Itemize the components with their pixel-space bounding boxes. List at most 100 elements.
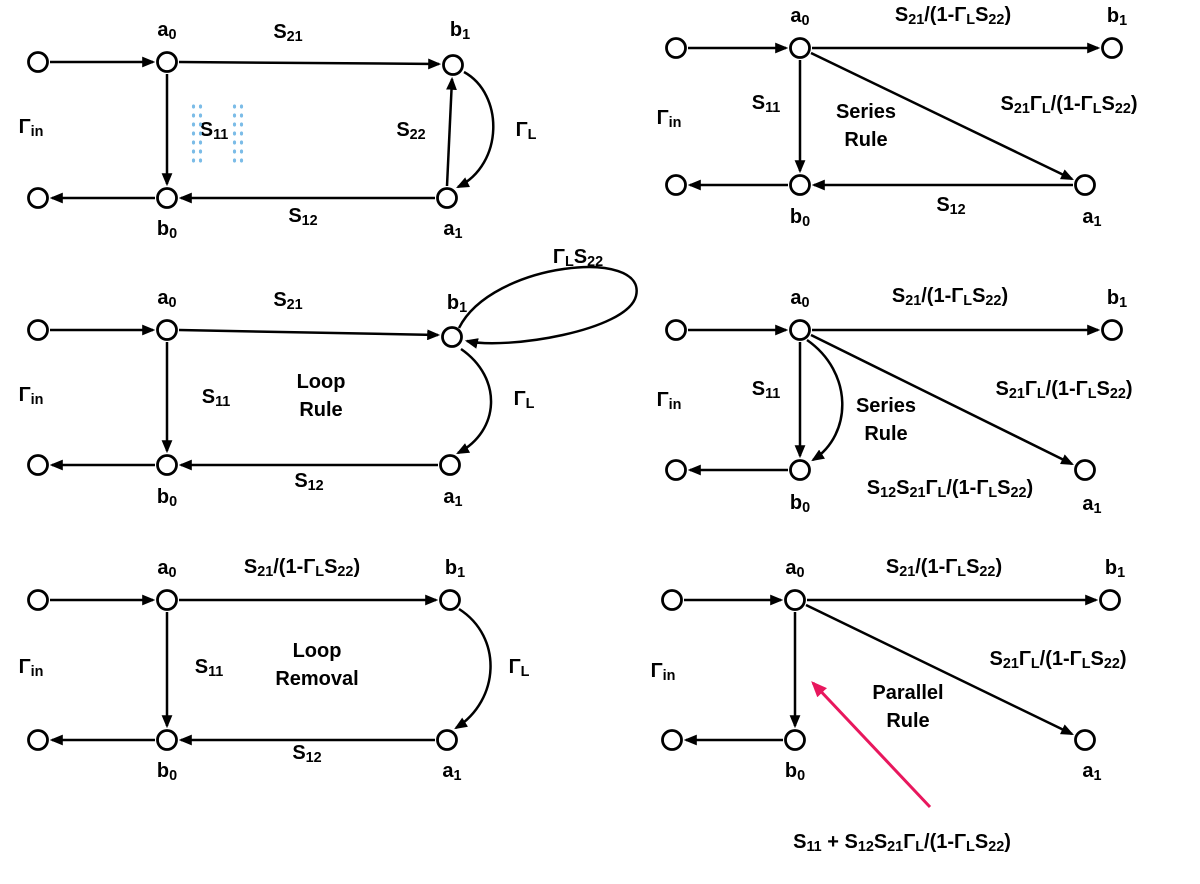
sfg-loop-removal bbox=[27, 589, 492, 751]
node-label-b0: b0 bbox=[156, 759, 178, 784]
edge-label-s11: S11 bbox=[201, 385, 231, 410]
edge-s22 bbox=[445, 76, 457, 187]
node-label-b1: b1 bbox=[449, 18, 471, 43]
node-output bbox=[27, 454, 49, 476]
selection-marks-right bbox=[231, 102, 245, 164]
edge-label-s21-gamma-combined: S21ΓL/(1-ΓLS22) bbox=[995, 377, 1133, 402]
node-label-b0: b0 bbox=[156, 217, 178, 242]
edge-label-series-combined: S12S21ΓL/(1-ΓLS22) bbox=[866, 476, 1034, 501]
node-label-a0: a0 bbox=[157, 18, 177, 43]
rule-caption-parallel: Parallel Rule bbox=[872, 679, 943, 735]
sfg-parallel-rule bbox=[661, 589, 1121, 809]
node-b0 bbox=[156, 729, 178, 751]
edge-label-s21-combined: S21/(1-ΓLS22) bbox=[885, 555, 1003, 580]
node-label-b0: b0 bbox=[156, 485, 178, 510]
rule-caption-loop: Loop Rule bbox=[297, 368, 346, 424]
node-label-a1: a1 bbox=[443, 485, 463, 510]
selection-marks-left bbox=[190, 102, 204, 164]
edge-label-s21: S21 bbox=[273, 288, 303, 313]
node-input bbox=[661, 589, 683, 611]
rule-caption-series-2: Series Rule bbox=[856, 392, 916, 448]
edge-label-s11: S11 bbox=[199, 118, 229, 143]
edge-series-diagonal bbox=[810, 333, 1074, 466]
edge-label-s11: S11 bbox=[751, 377, 781, 402]
node-a0 bbox=[156, 589, 178, 611]
sfg-after-series-rule-2 bbox=[665, 319, 1123, 481]
edge-label-s21-combined: S21/(1-ΓLS22) bbox=[243, 555, 361, 580]
rule-caption-line2: Rule bbox=[864, 423, 908, 445]
node-label-b0: b0 bbox=[784, 759, 806, 784]
node-output bbox=[665, 174, 687, 196]
node-a1 bbox=[1074, 174, 1096, 196]
node-output bbox=[27, 729, 49, 751]
edge-label-s21-gamma-combined: S21ΓL/(1-ΓLS22) bbox=[1000, 92, 1138, 117]
node-b0 bbox=[156, 454, 178, 476]
node-output bbox=[665, 459, 687, 481]
rule-caption-line2: Removal bbox=[275, 668, 359, 690]
node-a1 bbox=[436, 729, 458, 751]
edge-label-s11: S11 bbox=[751, 91, 781, 116]
node-input bbox=[665, 37, 687, 59]
node-b1 bbox=[1101, 319, 1123, 341]
rule-caption-line1: Loop bbox=[292, 640, 342, 662]
edge-label-s22: S22 bbox=[396, 118, 426, 143]
node-b1 bbox=[441, 326, 463, 348]
sfg-original bbox=[27, 51, 495, 209]
sfg-after-series-rule bbox=[665, 37, 1123, 196]
edge-label-s12: S12 bbox=[288, 204, 318, 229]
gamma-in-label: Γin bbox=[656, 106, 682, 131]
edge-series-combined bbox=[806, 338, 844, 462]
edge-gamma-l bbox=[456, 70, 495, 189]
node-label-b1: b1 bbox=[446, 291, 468, 316]
node-input bbox=[27, 589, 49, 611]
node-b1 bbox=[1099, 589, 1121, 611]
edge-s21 bbox=[178, 328, 441, 341]
node-label-a0: a0 bbox=[790, 4, 810, 29]
gamma-in-label: Γin bbox=[650, 659, 676, 684]
edge-series-diagonal bbox=[810, 51, 1074, 181]
rule-caption-line2: Rule bbox=[844, 129, 888, 151]
node-b1 bbox=[439, 589, 461, 611]
edge-gamma-l bbox=[456, 347, 493, 455]
edge-series-diagonal bbox=[805, 603, 1074, 736]
node-a1 bbox=[439, 454, 461, 476]
rule-caption-series: Series Rule bbox=[836, 98, 896, 154]
node-a1 bbox=[1074, 729, 1096, 751]
node-label-a1: a1 bbox=[442, 759, 462, 784]
node-label-b1: b1 bbox=[1106, 4, 1128, 29]
node-a0 bbox=[156, 319, 178, 341]
edge-label-gamma-l: ΓL bbox=[515, 118, 537, 143]
node-b1 bbox=[1101, 37, 1123, 59]
edge-gamma-l bbox=[454, 607, 492, 730]
gamma-in-label: Γin bbox=[18, 383, 44, 408]
node-label-a1: a1 bbox=[443, 217, 463, 242]
gamma-in-label: Γin bbox=[18, 115, 44, 140]
edge-label-s12: S12 bbox=[936, 193, 966, 218]
node-a0 bbox=[789, 37, 811, 59]
node-b0 bbox=[156, 187, 178, 209]
edge-label-gamma-l: ΓL bbox=[508, 655, 530, 680]
node-input bbox=[27, 51, 49, 73]
sfg-loop-rule bbox=[27, 265, 638, 476]
node-label-a0: a0 bbox=[157, 286, 177, 311]
node-label-a1: a1 bbox=[1082, 759, 1102, 784]
node-label-a1: a1 bbox=[1082, 492, 1102, 517]
node-output bbox=[27, 187, 49, 209]
gamma-in-label: Γin bbox=[656, 388, 682, 413]
rule-caption-line1: Parallel bbox=[872, 682, 944, 704]
node-input bbox=[27, 319, 49, 341]
rule-caption-loop-removal: Loop Removal bbox=[275, 637, 358, 693]
node-label-b0: b0 bbox=[789, 205, 811, 230]
edge-label-s11: S11 bbox=[194, 655, 224, 680]
node-b0 bbox=[789, 174, 811, 196]
node-label-a0: a0 bbox=[157, 556, 177, 581]
node-input bbox=[665, 319, 687, 341]
node-a1 bbox=[1074, 459, 1096, 481]
gamma-in-label: Γin bbox=[18, 655, 44, 680]
node-label-a1: a1 bbox=[1082, 205, 1102, 230]
edge-label-s21-combined: S21/(1-ΓLS22) bbox=[891, 284, 1009, 309]
rule-caption-line2: Rule bbox=[299, 399, 343, 421]
node-label-a0: a0 bbox=[785, 556, 805, 581]
node-a0 bbox=[784, 589, 806, 611]
